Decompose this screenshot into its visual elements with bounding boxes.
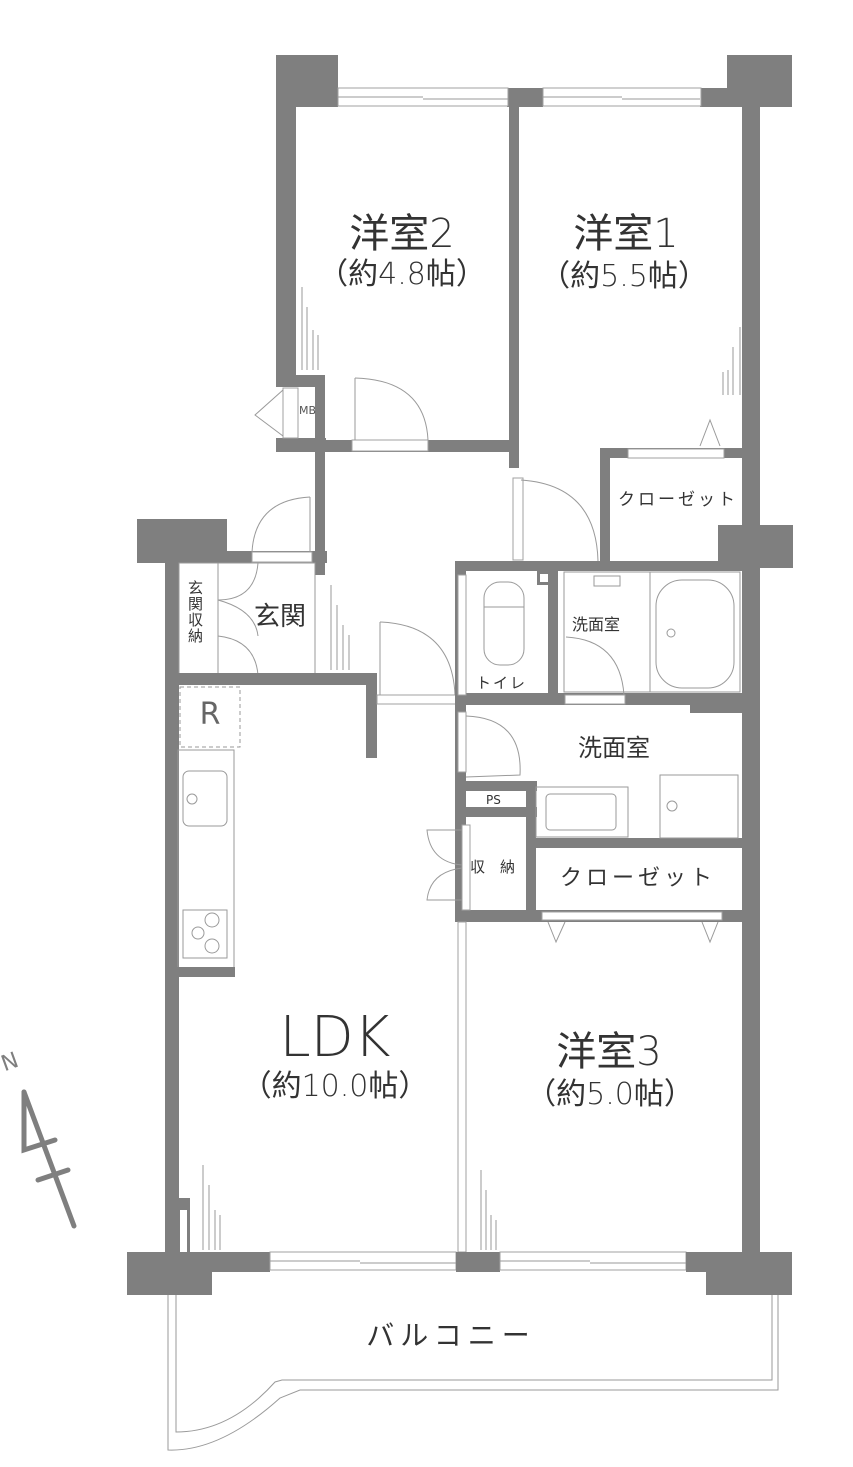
room-meter-box: MB <box>299 404 317 417</box>
room-bathroom: 洗面室 <box>572 615 621 634</box>
room-balcony: バルコニー <box>366 1319 536 1352</box>
room-western2-size: （約4.8帖） <box>318 257 486 292</box>
room-western3-name: 洋室3 <box>556 1029 662 1075</box>
refrigerator-space: R <box>199 697 221 732</box>
room-ldk-name: LDK <box>279 1005 391 1070</box>
room-western3-size: （約5.0帖） <box>526 1077 694 1112</box>
north-arrow-icon <box>21 1089 77 1229</box>
room-entrance: 玄関 <box>254 602 307 632</box>
room-ldk-size: （約10.0帖） <box>241 1069 429 1104</box>
room-western1-name: 洋室1 <box>573 211 679 257</box>
room-entrance-storage: 玄関収納 <box>186 580 204 644</box>
room-western1-size: （約5.5帖） <box>540 259 708 294</box>
room-closet-upper: クローゼット <box>618 490 738 510</box>
room-toilet: トイレ <box>476 674 528 692</box>
room-western2-name: 洋室2 <box>349 211 455 257</box>
room-pipe-space: PS <box>486 793 501 807</box>
room-closet-lower: クローゼット <box>559 866 716 891</box>
room-storage: 収 納 <box>470 858 516 876</box>
room-washroom: 洗面室 <box>578 734 650 762</box>
